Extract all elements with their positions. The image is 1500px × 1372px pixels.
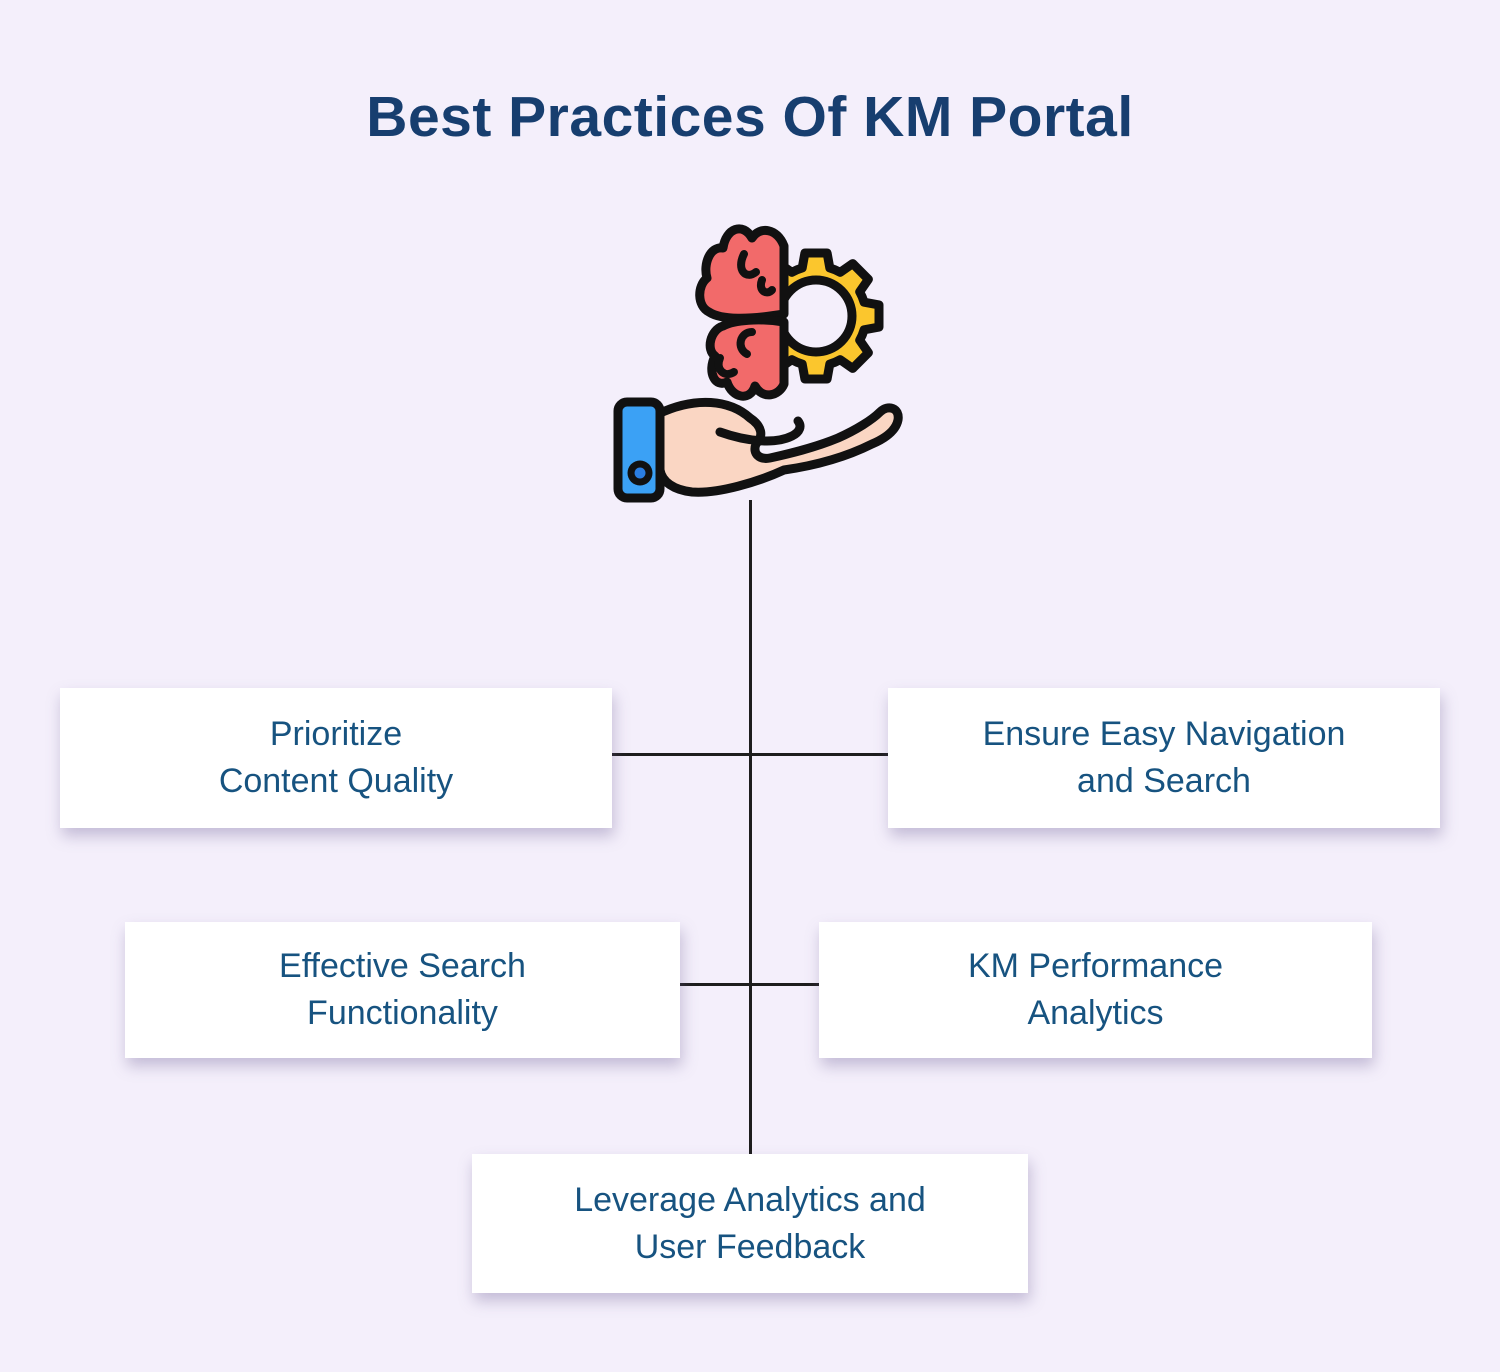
hand-icon [613,397,903,503]
hand-presenting-brain-gear-icon [613,224,903,503]
connector-row-2 [680,983,820,986]
node-label: Effective Search Functionality [279,947,526,1032]
page-title: Best Practices Of KM Portal [366,85,1134,149]
node-label: KM Performance Analytics [967,947,1224,1032]
node-prioritize-content-quality: Prioritize Content Quality [60,688,612,828]
node-label: Leverage Analytics and User Feedback [574,1180,926,1266]
node-label: Prioritize Content Quality [218,715,454,800]
node-leverage-analytics-and-user-feedback: Leverage Analytics and User Feedback [472,1154,1028,1293]
brain-icon [695,224,789,401]
node-ensure-easy-navigation-and-search: Ensure Easy Navigation and Search [888,688,1440,828]
connector-row-1 [612,753,888,756]
km-icon [608,220,905,510]
cuff-icon [613,397,665,503]
node-effective-search-functionality: Effective Search Functionality [125,922,680,1058]
node-km-performance-analytics: KM Performance Analytics [819,922,1372,1058]
node-label: Ensure Easy Navigation and Search [982,715,1346,800]
connector-vertical [749,500,752,1157]
